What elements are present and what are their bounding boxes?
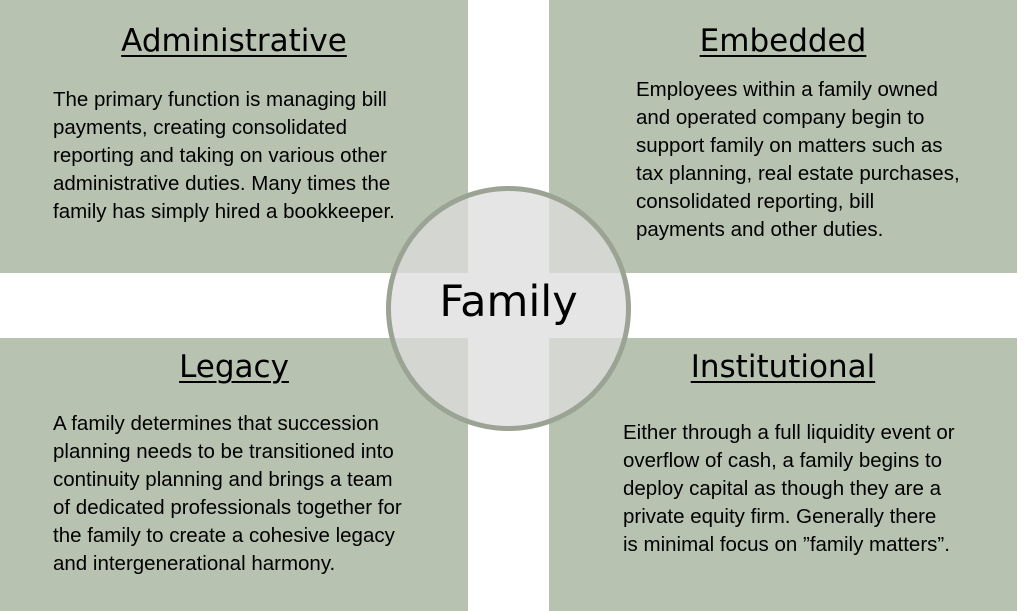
quadrant-body-legacy: A family determines that succession plan… [53,412,402,575]
quadrant-body-institutional: Either through a full liquidity event or… [623,421,955,556]
quadrant-title-institutional: Institutional [690,349,876,385]
quadrant-administrative: Administrative The primary function is m… [0,0,468,273]
quadrant-title-embedded: Embedded [699,23,867,59]
center-label: Family [439,277,578,327]
quadrant-title-administrative: Administrative [121,23,347,59]
center-circle [386,186,631,431]
quadrant-body-embedded: Employees within a family owned and oper… [636,78,960,241]
quadrant-institutional: Institutional Either through a full liqu… [549,338,1017,611]
quadrant-body-administrative: The primary function is managing bill pa… [53,88,395,223]
quadrant-embedded: Embedded Employees within a family owned… [549,0,1017,273]
quadrant-legacy: Legacy A family determines that successi… [0,338,468,611]
quadrant-title-legacy: Legacy [179,349,289,385]
